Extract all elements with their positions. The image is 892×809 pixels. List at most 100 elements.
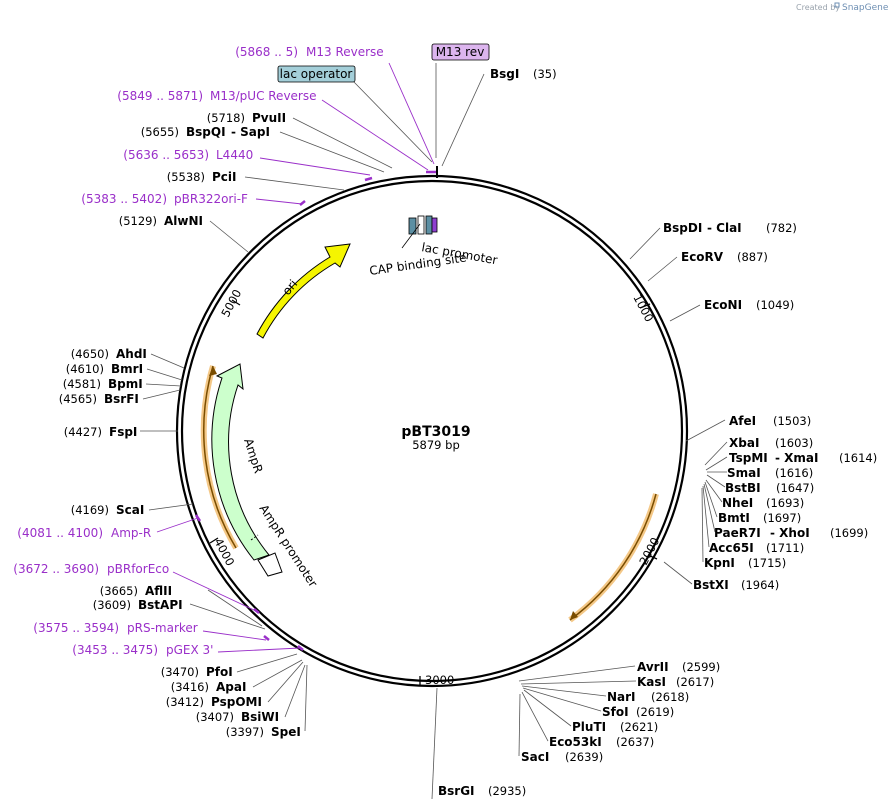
m13-rev-box[interactable] xyxy=(431,43,490,61)
lac-operator-label: lac operator xyxy=(280,67,353,81)
svg-text:Acc65I: Acc65I xyxy=(709,541,754,555)
primer-label-amp-r[interactable]: (4081 .. 4100) Amp-R xyxy=(17,526,151,540)
site-label-bsiwi[interactable]: (3407) BsiWI xyxy=(196,710,279,724)
svg-text:(4610): (4610) xyxy=(66,362,104,376)
svg-text:(5849 .. 5871): (5849 .. 5871) xyxy=(117,89,203,103)
tick-label-1000: 1000 xyxy=(630,292,656,324)
site-label-bpmi[interactable]: (4581) BpmI xyxy=(63,377,143,391)
ampr-feature-arrow[interactable] xyxy=(211,363,270,561)
svg-text:(3609): (3609) xyxy=(93,598,131,612)
lac-operator-box[interactable] xyxy=(277,65,356,83)
site-label-alwni[interactable]: (5129) AlwNI xyxy=(119,214,203,228)
svg-text:(1614): (1614) xyxy=(839,451,877,465)
svg-text:(887): (887) xyxy=(737,250,768,264)
svg-text:L4440: L4440 xyxy=(216,148,253,162)
svg-text:(1715): (1715) xyxy=(748,556,786,570)
site-label-bmti[interactable]: BmtI (1697) xyxy=(718,511,801,525)
site-label-pvuii[interactable]: (5718) PvuII xyxy=(207,111,286,125)
svg-text:(4650): (4650) xyxy=(71,347,109,361)
svg-text:NarI: NarI xyxy=(607,690,636,704)
site-label-pfoi[interactable]: (3470) PfoI xyxy=(161,665,233,679)
backbone-inner-strand xyxy=(180,179,684,683)
primer-label-m13-reverse[interactable]: (5868 .. 5) M13 Reverse xyxy=(235,45,383,59)
site-label-bsgi[interactable]: BsgI (35) xyxy=(490,67,557,81)
site-label-fspi[interactable]: (4427) FspI xyxy=(64,425,138,439)
svg-text:(2621): (2621) xyxy=(620,720,658,734)
svg-text:pBR322ori-F: pBR322ori-F xyxy=(174,192,248,206)
site-label-bstxi[interactable]: BstXI (1964) xyxy=(693,578,779,592)
site-label-eco53ki[interactable]: Eco53kI (2637) xyxy=(549,735,654,749)
site-label-saci[interactable]: SacI (2639) xyxy=(521,750,603,764)
svg-text:PaeR7I: PaeR7I xyxy=(714,526,761,540)
svg-text:PvuII: PvuII xyxy=(252,111,286,125)
tick-label-3000: 3000 xyxy=(425,673,454,687)
site-label-nhei[interactable]: NheI (1693) xyxy=(722,496,804,510)
site-label-bstbi[interactable]: BstBI (1647) xyxy=(725,481,814,495)
site-label-spei[interactable]: (3397) SpeI xyxy=(226,725,301,739)
site-label-pluti[interactable]: PluTI (2621) xyxy=(572,720,658,734)
site-label-kasi[interactable]: KasI (2617) xyxy=(637,675,714,689)
site-label-sfoi[interactable]: SfoI (2619) xyxy=(602,705,674,719)
site-label-avrii[interactable]: AvrII (2599) xyxy=(637,660,720,674)
site-label-ecorv[interactable]: EcoRV (887) xyxy=(681,250,768,264)
ori-feature-arrow[interactable] xyxy=(256,243,351,339)
svg-text:(3672 .. 3690): (3672 .. 3690) xyxy=(13,562,99,576)
site-label-pspomi[interactable]: (3412) PspOMI xyxy=(166,695,262,709)
svg-text:(1603): (1603) xyxy=(775,436,813,450)
svg-text:KasI: KasI xyxy=(637,675,666,689)
plasmid-name: pBT3019 xyxy=(401,424,470,440)
svg-text:AvrII: AvrII xyxy=(637,660,669,674)
svg-text:NheI: NheI xyxy=(722,496,753,510)
right-primer-arc xyxy=(569,493,657,621)
svg-text:(5655): (5655) xyxy=(141,125,179,139)
site-label-bsrfi[interactable]: (4565) BsrFI xyxy=(59,392,139,406)
svg-text:(2637): (2637) xyxy=(616,735,654,749)
site-leader-lines xyxy=(140,63,728,800)
site-label-bstapi[interactable]: (3609) BstAPI xyxy=(93,598,183,612)
svg-text:(2935): (2935) xyxy=(488,784,526,798)
site-label-bsrgi[interactable]: BsrGI (2935) xyxy=(438,784,526,798)
site-label-scai[interactable]: (4169) ScaI xyxy=(71,503,145,517)
site-label-paer7i-xhoi[interactable]: PaeR7I - XhoI (1699) xyxy=(714,526,868,540)
primer-label-m13-puc-reverse[interactable]: (5849 .. 5871) M13/pUC Reverse xyxy=(117,89,316,103)
lac-region-features[interactable] xyxy=(408,215,438,235)
credit-prefix: Created by xyxy=(796,3,840,12)
site-label-bspdi-clai[interactable]: BspDI - ClaI (782) xyxy=(663,221,797,235)
site-label-kpni[interactable]: KpnI (1715) xyxy=(704,556,786,570)
site-label-nari[interactable]: NarI (2618) xyxy=(607,690,689,704)
svg-text:(2619): (2619) xyxy=(636,705,674,719)
svg-text:BmrI: BmrI xyxy=(111,362,143,376)
site-label-bspqi[interactable]: (5655) BspQI - SapI xyxy=(141,125,270,139)
svg-text:BmtI: BmtI xyxy=(718,511,750,525)
primer-label-l4440[interactable]: (5636 .. 5653) L4440 xyxy=(123,148,253,162)
ampr-label: AmpR xyxy=(241,437,265,475)
svg-text:BspQI: BspQI xyxy=(186,125,226,139)
svg-text:(782): (782) xyxy=(766,221,797,235)
site-label-aflii[interactable]: (3665) AflII xyxy=(100,584,172,598)
site-label-acc65i[interactable]: Acc65I (1711) xyxy=(709,541,804,555)
site-label-bmri[interactable]: (4610) BmrI xyxy=(66,362,143,376)
svg-text:PluTI: PluTI xyxy=(572,720,606,734)
primer-label-pbrforeco[interactable]: (3672 .. 3690) pBRforEco xyxy=(13,562,169,576)
primer-label-pgex-3[interactable]: (3453 .. 3475) pGEX 3' xyxy=(72,643,213,657)
svg-text:(3453 .. 3475): (3453 .. 3475) xyxy=(72,643,158,657)
svg-text:(2599): (2599) xyxy=(682,660,720,674)
site-label-econi[interactable]: EcoNI (1049) xyxy=(704,298,794,312)
svg-text:BstAPI: BstAPI xyxy=(138,598,183,612)
ampr-promoter-arrow[interactable] xyxy=(257,552,283,577)
site-label-smai[interactable]: SmaI (1616) xyxy=(727,466,813,480)
primer-label-prs-marker[interactable]: (3575 .. 3594) pRS-marker xyxy=(33,621,197,635)
svg-text:(3412): (3412) xyxy=(166,695,204,709)
site-label-pcii[interactable]: (5538) PciI xyxy=(167,170,237,184)
svg-text:Amp-R: Amp-R xyxy=(111,526,151,540)
site-label-xbai[interactable]: XbaI (1603) xyxy=(729,436,813,450)
svg-text:PspOMI: PspOMI xyxy=(211,695,262,709)
site-label-apai[interactable]: (3416) ApaI xyxy=(171,680,247,694)
site-label-afei[interactable]: AfeI (1503) xyxy=(729,414,811,428)
svg-text:(4565): (4565) xyxy=(59,392,97,406)
primer-label-pbr322ori-f[interactable]: (5383 .. 5402) pBR322ori-F xyxy=(81,192,248,206)
site-label-ahdi[interactable]: (4650) AhdI xyxy=(71,347,147,361)
site-label-tspmi-xmai[interactable]: TspMI - XmaI (1614) xyxy=(729,451,877,465)
svg-text:(3470): (3470) xyxy=(161,665,199,679)
